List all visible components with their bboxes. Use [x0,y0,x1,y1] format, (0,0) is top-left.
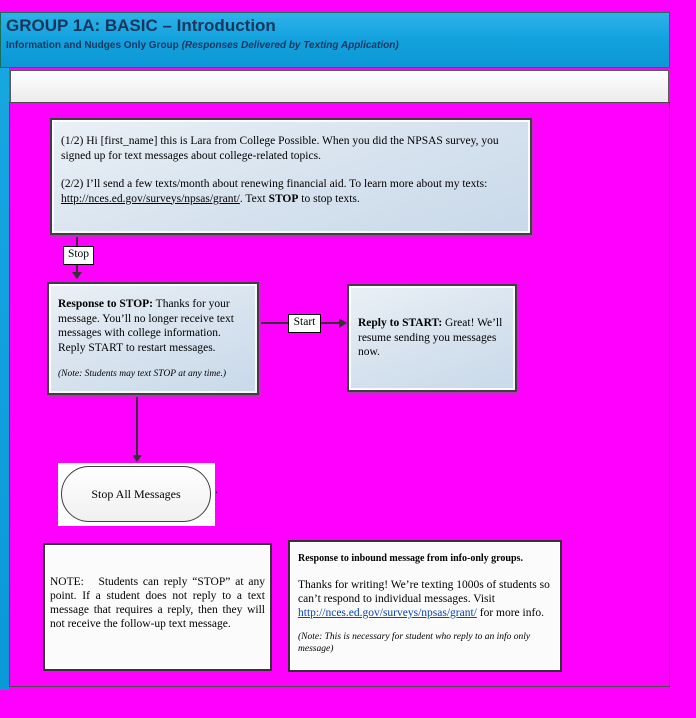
subtitle-plain: Information and Nudges Only Group [6,40,182,51]
page-title: GROUP 1A: BASIC – Introduction [6,16,276,35]
intro-message-2-suffix: to stop texts. [298,192,360,205]
left-accent-strip [0,68,9,690]
subtitle-italic: (Responses Delivered by Texting Applicat… [181,40,399,51]
reply-to-start-box: Reply to START: Great! We’ll resume send… [347,284,517,392]
reply-to-start-body: Great! We’ll resume sending you messages… [358,317,503,359]
empty-banner [10,70,669,103]
intro-message-2: (2/2) I’ll send a few texts/month about … [61,177,521,206]
npsas-grant-link[interactable]: http://nces.ed.gov/surveys/npsas/grant/ [61,192,240,205]
stop-keyword: STOP [268,192,299,205]
note-box-left: NOTE: Students can reply “STOP” at any p… [43,543,272,671]
note-right-body-text: Thanks for writing! We’re texting 1000s … [298,579,550,605]
connector-terminator-arrowhead [132,455,142,462]
response-to-stop-text: Response to STOP: Thanks for your messag… [58,297,248,355]
response-to-stop-note: (Note: Students may text STOP at any tim… [58,369,226,379]
content-frame [9,102,670,687]
stop-all-messages-terminator: Stop All Messages [61,466,211,522]
connector-terminator-line [136,397,138,456]
intro-message-1: (1/2) Hi [first_name] this is Lara from … [61,135,499,162]
reply-to-start-lead: Reply to START: [358,317,443,330]
npsas-grant-link-blue[interactable]: http://nces.ed.gov/surveys/npsas/grant/ [298,607,477,619]
intro-message-2-mid: . Text [239,192,269,205]
note-right-heading: Response to inbound message from info-on… [298,553,523,564]
response-to-stop-lead: Response to STOP: [58,298,153,310]
reply-to-start-text: Reply to START: Great! We’ll resume send… [358,316,506,360]
note-right-note: (Note: This is necessary for student who… [298,632,531,654]
response-to-stop-box: Response to STOP: Thanks for your messag… [47,282,259,395]
response-to-stop-body: Thanks for your message. You’ll no longe… [58,298,234,354]
note-box-right: Response to inbound message from info-on… [288,540,562,672]
terminator-label: Stop All Messages [91,486,181,501]
intro-message-box: (1/2) Hi [first_name] this is Lara from … [50,118,532,235]
connector-stop-arrowhead [72,272,82,279]
stray-period: . [215,482,218,496]
note-right-body: Thanks for writing! We’re texting 1000s … [298,578,552,620]
connector-start-arrowhead [339,318,347,328]
edge-label-stop: Stop [63,246,94,265]
page-subtitle: Information and Nudges Only Group (Respo… [6,39,669,52]
note-right-body-suffix: for more info. [476,607,544,619]
edge-label-start: Start [288,314,321,333]
header-bar: GROUP 1A: BASIC – Introduction Informati… [0,12,670,68]
intro-message-2-text: (2/2) I’ll send a few texts/month about … [61,178,488,190]
note-left-text: NOTE: Students can reply “STOP” at any p… [50,576,268,630]
